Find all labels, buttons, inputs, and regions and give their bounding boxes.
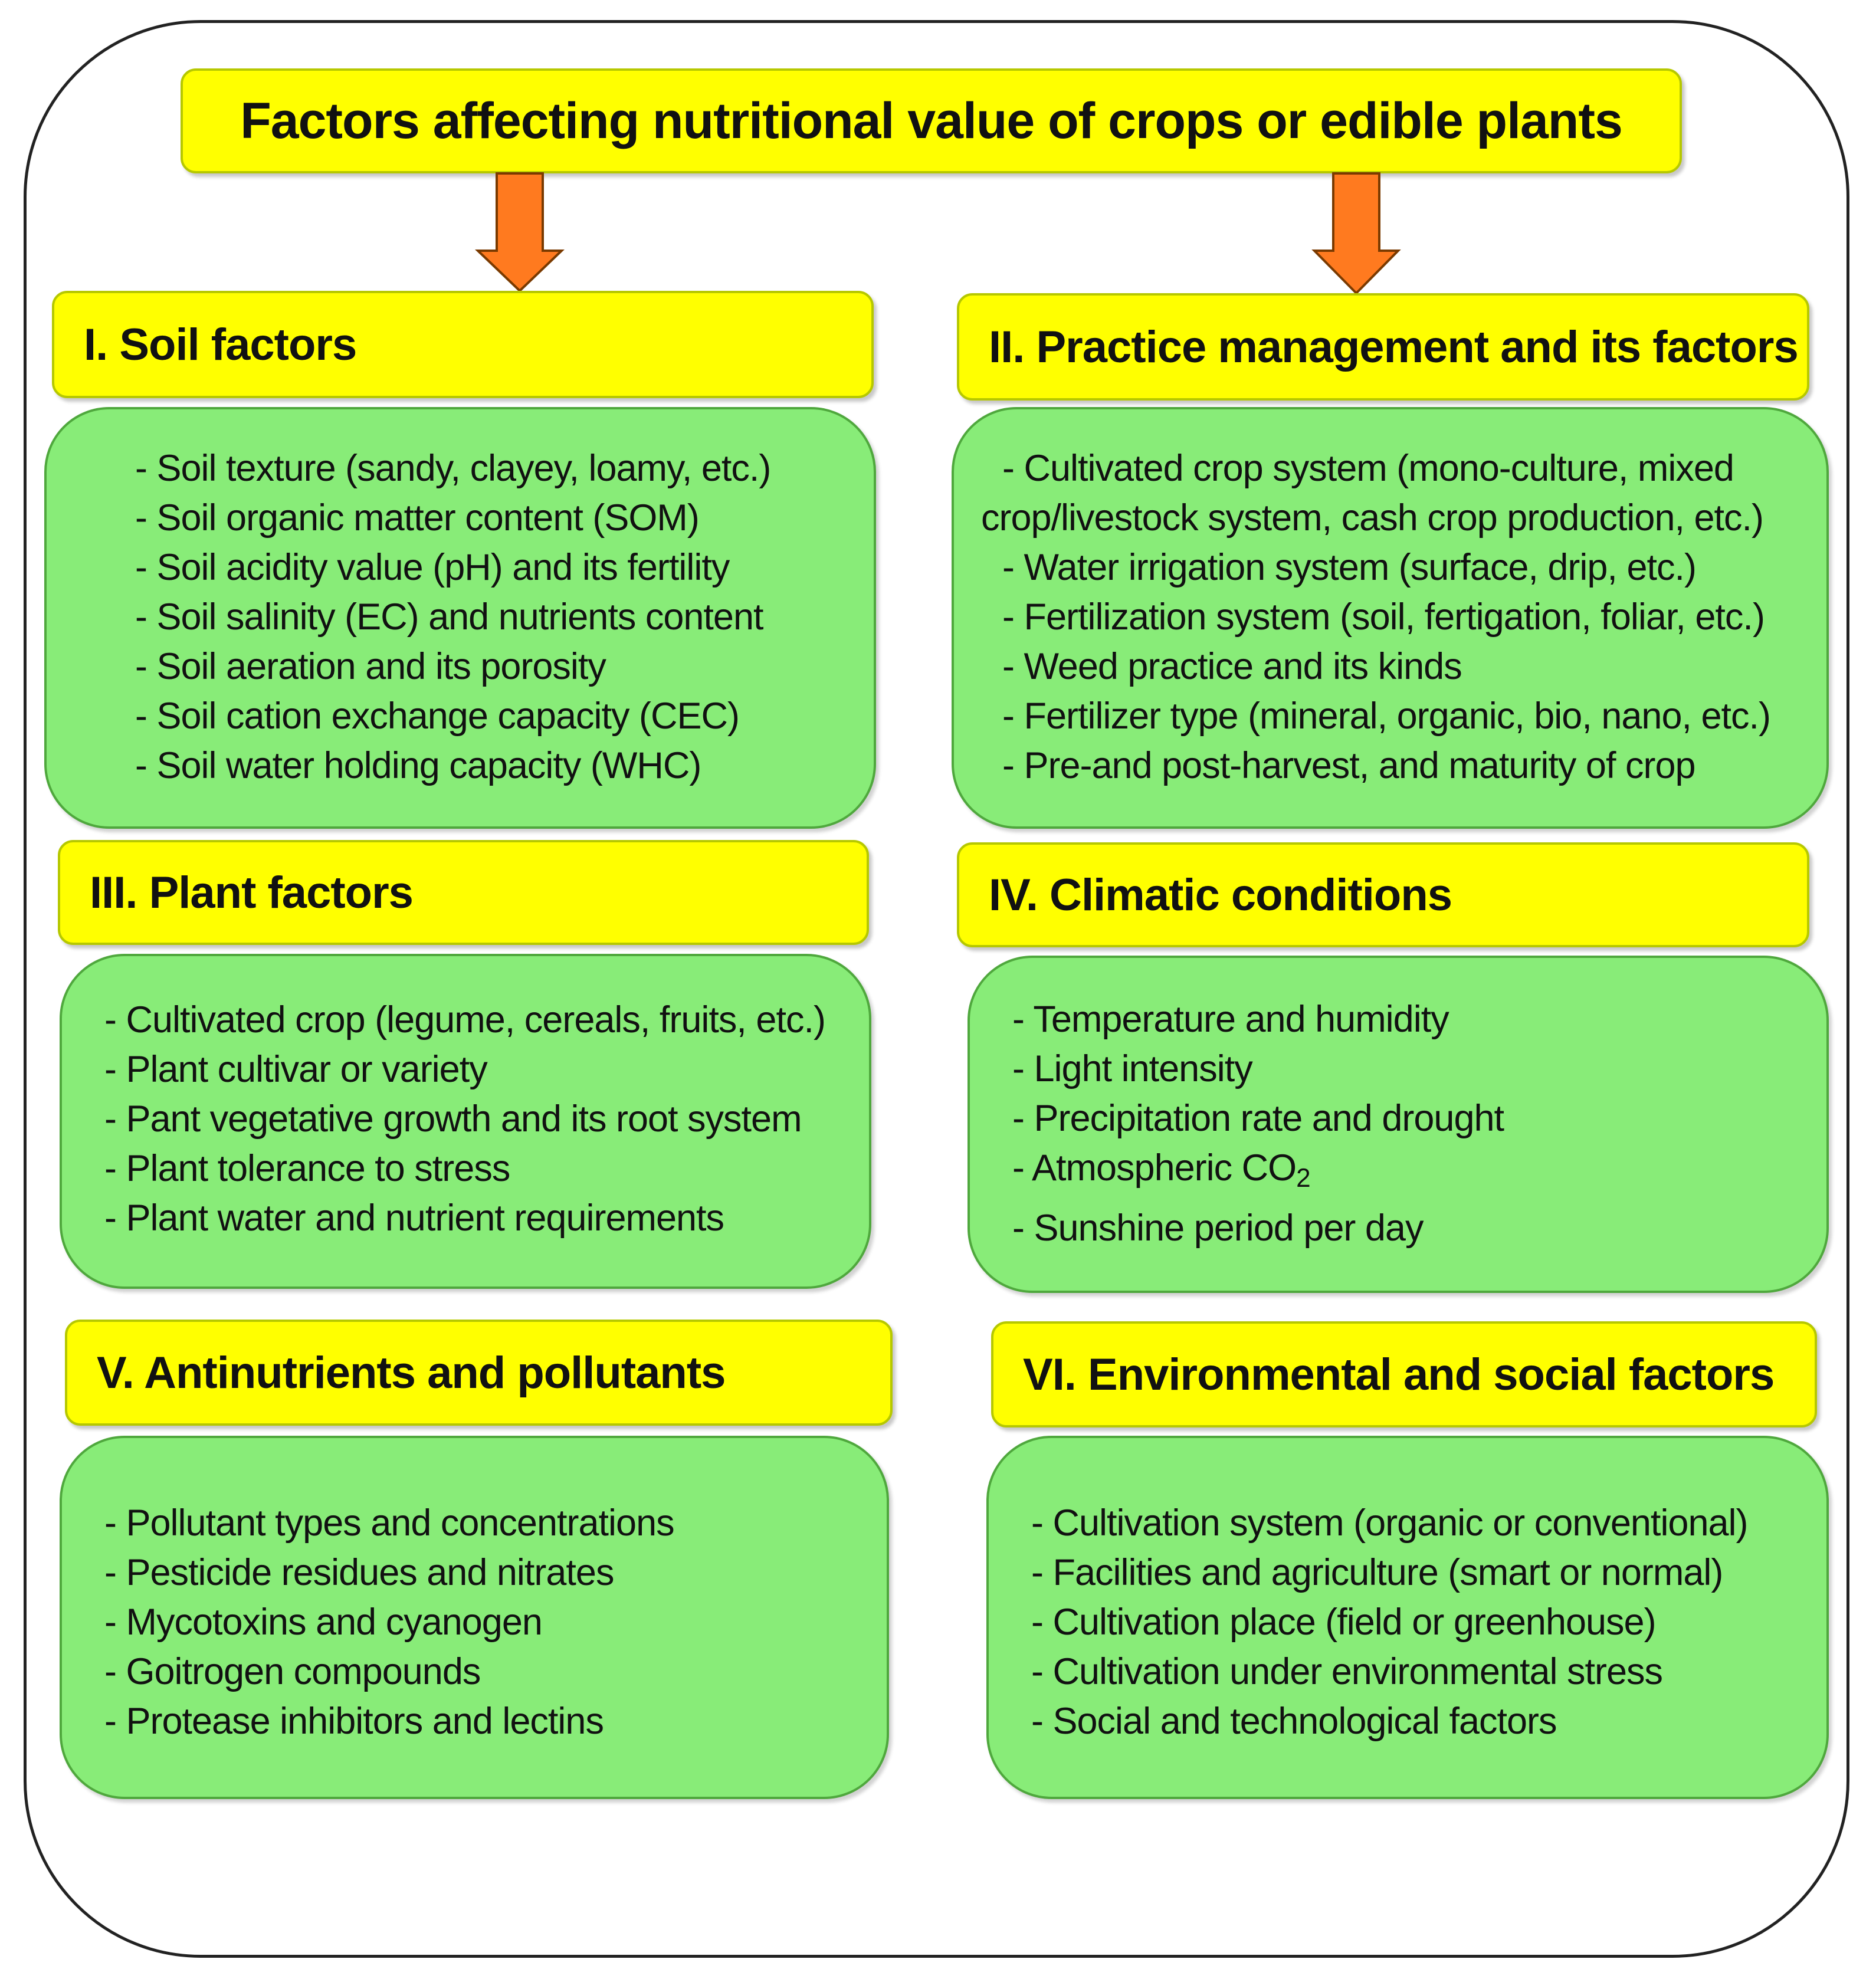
heading-text: VI. Environmental and social factors (1023, 1349, 1775, 1400)
list-item: - Protease inhibitors and lectins (104, 1701, 604, 1742)
box-soil-factors: - Soil texture (sandy, clayey, loamy, et… (44, 407, 876, 829)
box-climatic-conditions: - Temperature and humidity - Light inten… (967, 956, 1829, 1293)
list-item: - Cultivated crop system (mono-culture, … (1002, 448, 1734, 489)
list-item: - Cultivated crop (legume, cereals, frui… (104, 999, 826, 1041)
header-soil-factors: I. Soil factors (52, 291, 874, 398)
list-item: - Fertilizer type (mineral, organic, bio… (1002, 695, 1771, 737)
list-item: - Light intensity (1012, 1048, 1253, 1089)
list-item: - Plant cultivar or variety (104, 1049, 488, 1090)
list-plant-factors: - Cultivated crop (legume, cereals, frui… (62, 995, 869, 1243)
list-climatic-conditions: - Temperature and humidity - Light inten… (970, 995, 1826, 1253)
header-practice-management: II. Practice management and its factors (957, 293, 1809, 401)
diagram-title: Factors affecting nutritional value of c… (240, 92, 1623, 149)
co2-subscript: 2 (1296, 1164, 1311, 1193)
box-practice-management: - Cultivated crop system (mono-culture, … (952, 407, 1829, 829)
list-item: - Pant vegetative growth and its root sy… (104, 1098, 802, 1140)
list-soil-factors: - Soil texture (sandy, clayey, loamy, et… (47, 444, 874, 790)
list-item: crop/livestock system, cash crop product… (981, 497, 1764, 539)
list-item: - Soil acidity value (pH) and its fertil… (135, 547, 730, 588)
heading-text: IV. Climatic conditions (989, 869, 1452, 920)
list-item: - Soil aeration and its porosity (135, 646, 606, 687)
list-item: - Soil water holding capacity (WHC) (135, 745, 701, 786)
list-item: - Facilities and agriculture (smart or n… (1031, 1552, 1723, 1593)
header-environmental-social: VI. Environmental and social factors (991, 1321, 1817, 1427)
list-item: - Goitrogen compounds (104, 1651, 481, 1692)
heading-text: I. Soil factors (84, 319, 357, 370)
outer-frame (24, 20, 1849, 1958)
list-item: - Weed practice and its kinds (1002, 646, 1462, 687)
co2-text: - Atmospheric CO (1012, 1147, 1297, 1189)
arrow-down-right (1311, 172, 1401, 295)
header-antinutrients-pollutants: V. Antinutrients and pollutants (65, 1320, 893, 1426)
header-climatic-conditions: IV. Climatic conditions (957, 842, 1809, 947)
list-item: - Mycotoxins and cyanogen (104, 1601, 543, 1643)
arrow-down-left (475, 172, 565, 293)
list-item: - Temperature and humidity (1012, 999, 1449, 1040)
list-item: - Pollutant types and concentrations (104, 1502, 675, 1544)
heading-text: V. Antinutrients and pollutants (97, 1347, 726, 1398)
list-practice-management: - Cultivated crop system (mono-culture, … (954, 444, 1826, 790)
list-antinutrients-pollutants: - Pollutant types and concentrations - P… (62, 1498, 887, 1746)
list-item: - Fertilization system (soil, fertigatio… (1002, 596, 1765, 638)
list-item: - Soil texture (sandy, clayey, loamy, et… (135, 448, 771, 489)
list-item: - Pre-and post-harvest, and maturity of … (1002, 745, 1696, 786)
list-item: - Water irrigation system (surface, drip… (1002, 547, 1697, 588)
list-item: - Cultivation place (field or greenhouse… (1031, 1601, 1657, 1643)
list-item: - Cultivation under environmental stress (1031, 1651, 1663, 1692)
box-environmental-social: - Cultivation system (organic or convent… (986, 1436, 1829, 1799)
list-item: - Soil organic matter content (SOM) (135, 497, 700, 539)
list-item: - Precipitation rate and drought (1012, 1098, 1504, 1139)
list-item: - Sunshine period per day (1012, 1207, 1424, 1249)
heading-text: III. Plant factors (90, 867, 414, 918)
list-item: - Pesticide residues and nitrates (104, 1552, 614, 1593)
list-environmental-social: - Cultivation system (organic or convent… (989, 1498, 1826, 1746)
title-box: Factors affecting nutritional value of c… (181, 68, 1682, 173)
box-plant-factors: - Cultivated crop (legume, cereals, frui… (60, 954, 871, 1289)
list-item: - Cultivation system (organic or convent… (1031, 1502, 1749, 1544)
header-plant-factors: III. Plant factors (58, 840, 869, 945)
list-item: - Soil salinity (EC) and nutrients conte… (135, 596, 764, 638)
list-item: - Soil cation exchange capacity (CEC) (135, 695, 740, 737)
box-antinutrients-pollutants: - Pollutant types and concentrations - P… (60, 1436, 889, 1799)
list-item-co2: - Atmospheric CO2 (1012, 1143, 1826, 1203)
list-item: - Plant tolerance to stress (104, 1148, 510, 1189)
heading-text: II. Practice management and its factors (989, 321, 1799, 372)
list-item: - Social and technological factors (1031, 1701, 1557, 1742)
list-item: - Plant water and nutrient requirements (104, 1197, 724, 1239)
